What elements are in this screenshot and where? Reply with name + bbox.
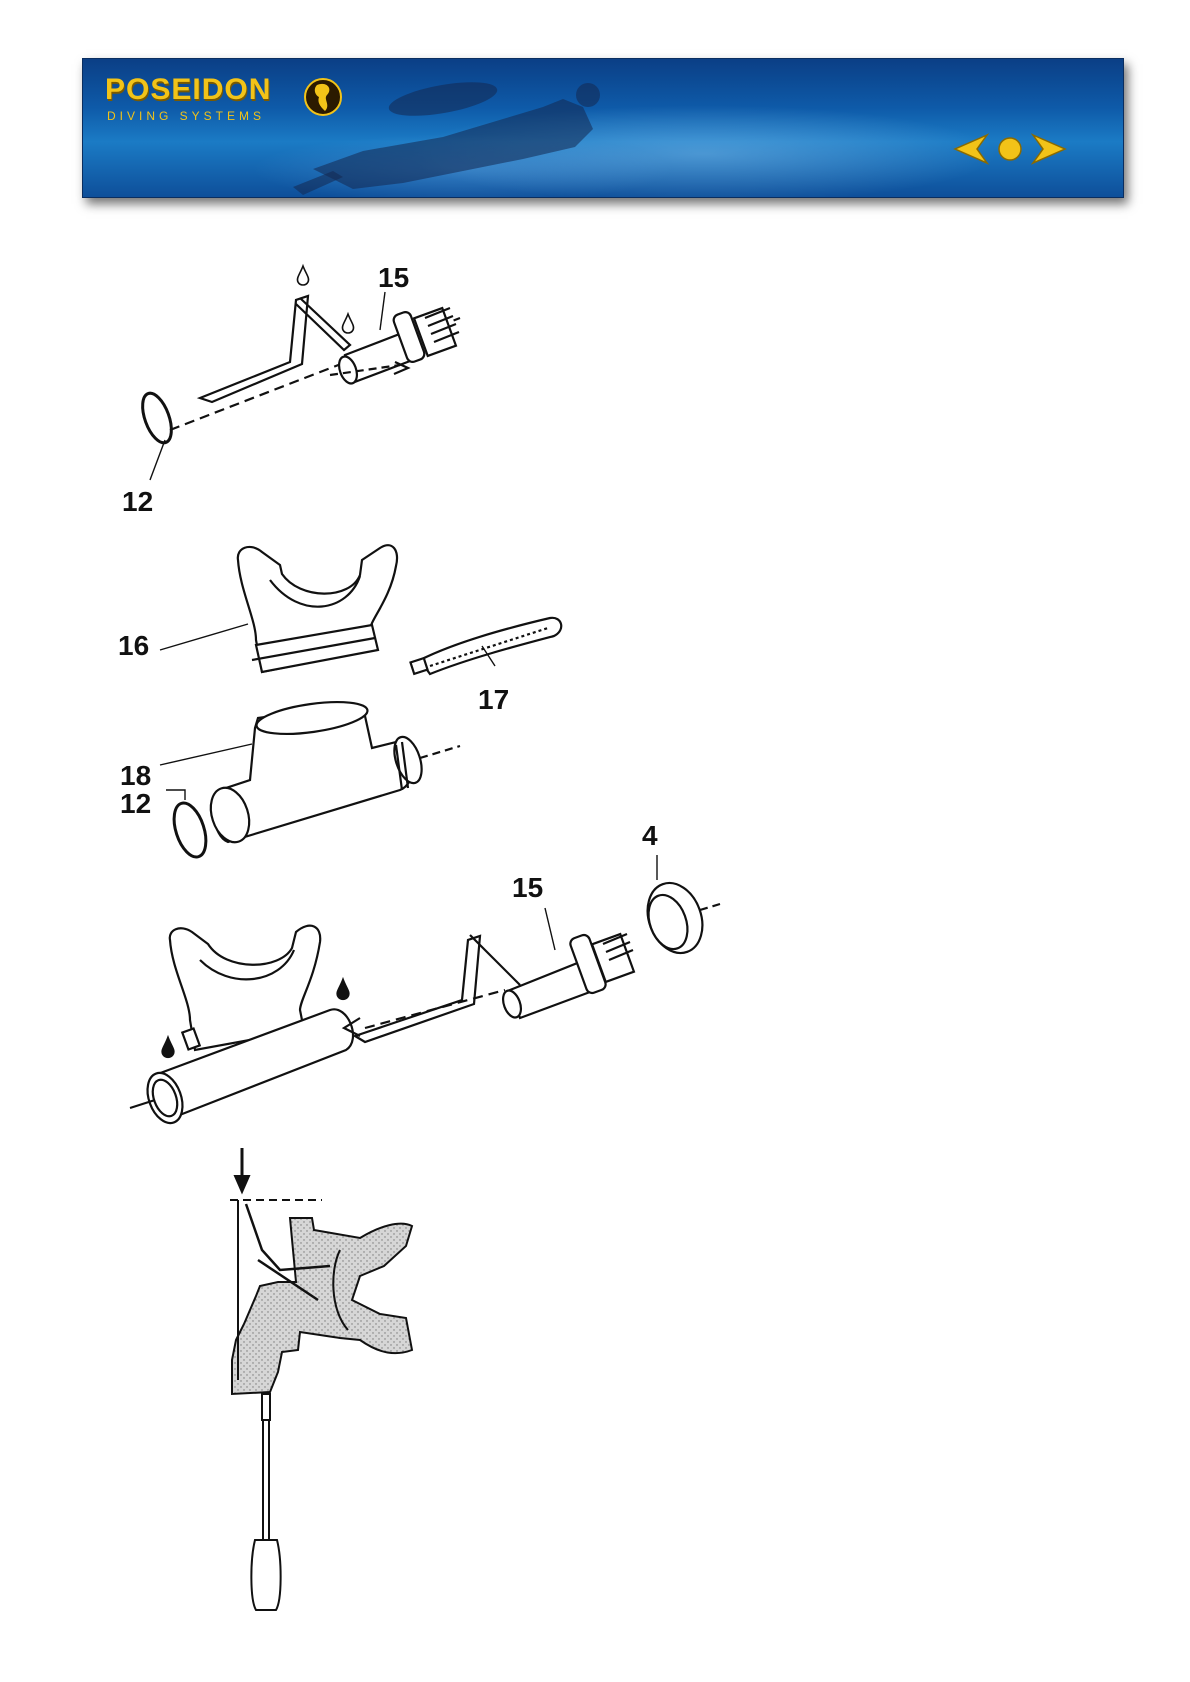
callout-18: 18	[120, 762, 151, 790]
callout-12-middle: 12	[120, 790, 151, 818]
callout-12-top: 12	[122, 488, 153, 516]
callout-15-top: 15	[378, 264, 409, 292]
callout-16: 16	[118, 632, 149, 660]
figure-4-cross-section	[230, 1148, 412, 1610]
figure-1-valve-assembly	[137, 266, 460, 480]
figure-3-assembled-unit	[130, 855, 720, 1128]
callout-4: 4	[642, 822, 658, 850]
callout-15-bottom: 15	[512, 874, 543, 902]
callout-17: 17	[478, 686, 509, 714]
